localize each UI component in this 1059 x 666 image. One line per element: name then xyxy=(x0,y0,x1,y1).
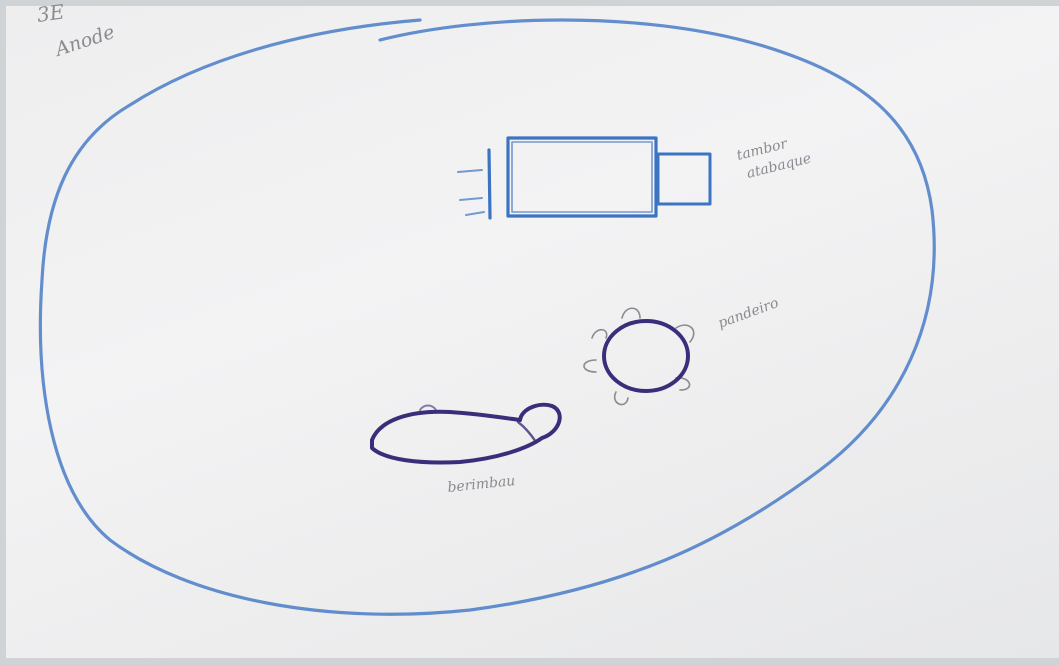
pandeiro-jingle xyxy=(615,392,628,405)
pandeiro-jingle xyxy=(622,308,640,318)
outer-loop-outline xyxy=(40,20,934,614)
berimbau-gourd xyxy=(372,405,560,463)
corner-note-line1: 3E xyxy=(35,0,66,27)
drum-drawing xyxy=(458,138,710,218)
drum-end xyxy=(658,154,710,204)
pandeiro-drawing xyxy=(584,308,694,404)
pandeiro-jingle xyxy=(592,330,607,338)
pandeiro-jingle xyxy=(584,360,596,372)
drum-head-line xyxy=(489,150,490,218)
pandeiro-frame xyxy=(604,321,688,391)
label-berimbau: berimbau xyxy=(447,473,516,496)
berimbau-drawing xyxy=(372,405,560,463)
label-pandeiro: pandeiro xyxy=(716,295,781,332)
corner-note-line2: Anode xyxy=(51,21,118,61)
drum-body xyxy=(508,138,656,216)
